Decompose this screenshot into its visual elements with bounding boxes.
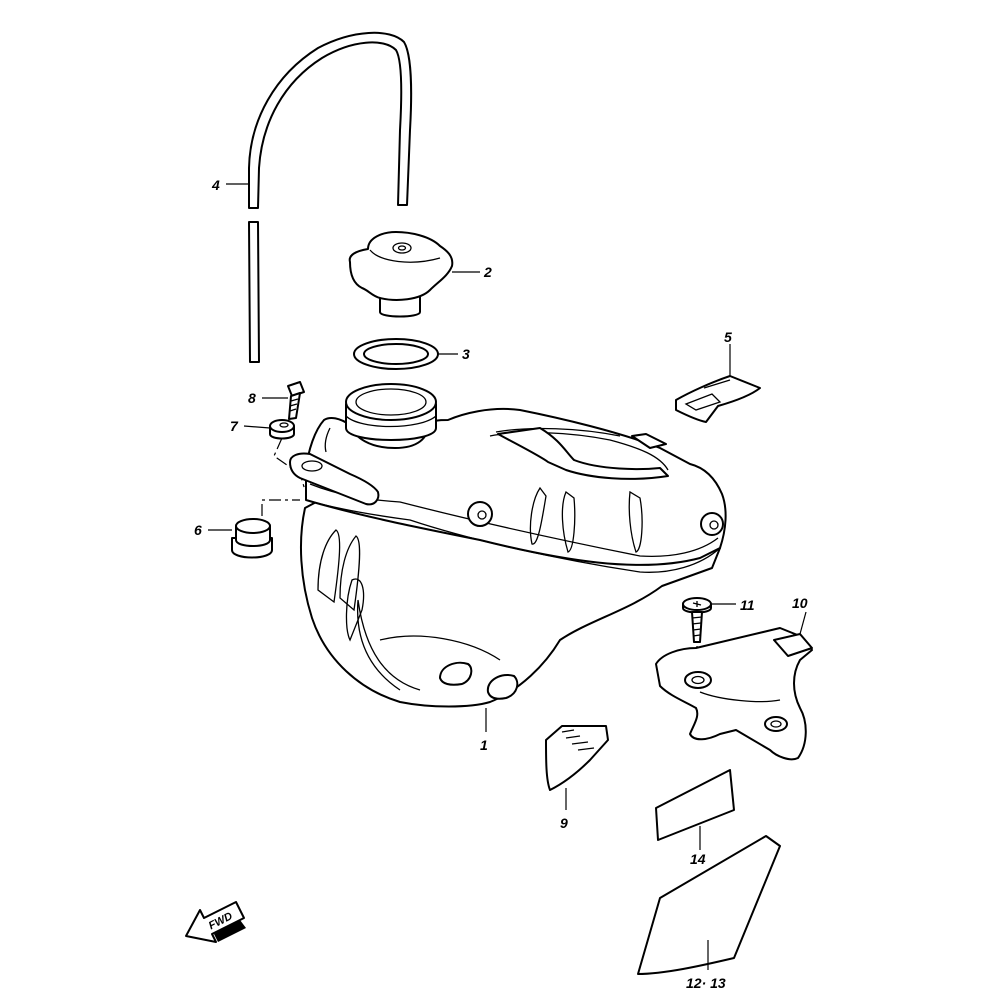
screw — [682, 597, 712, 674]
leader-lines — [208, 183, 807, 970]
part-labels: 4 2 3 5 8 7 6 11 10 1 9 14 12· 13 — [194, 177, 808, 991]
cushion-pad — [545, 725, 609, 791]
collar — [269, 419, 295, 440]
part-label-7: 7 — [230, 418, 239, 434]
tank-strap-clip — [675, 375, 761, 423]
breather-hose — [248, 31, 413, 363]
bolt — [287, 381, 305, 420]
protective-sheet — [637, 835, 781, 975]
part-label-1: 1 — [480, 737, 488, 753]
part-label-4: 4 — [211, 177, 220, 193]
fuel-tank — [289, 383, 727, 708]
part-label-14: 14 — [690, 851, 706, 867]
mounting-bracket — [655, 627, 813, 761]
fuel-cap — [348, 231, 454, 318]
label-sticker — [655, 769, 735, 841]
part-label-9: 9 — [560, 815, 568, 831]
part-label-12-13: 12· 13 — [686, 975, 726, 991]
rubber-mount — [231, 518, 273, 559]
part-label-5: 5 — [724, 329, 732, 345]
gasket — [353, 338, 439, 370]
part-label-6: 6 — [194, 522, 202, 538]
part-label-8: 8 — [248, 390, 256, 406]
fwd-arrow-icon: FWD — [185, 901, 246, 943]
part-label-11: 11 — [740, 597, 755, 613]
part-label-3: 3 — [462, 346, 470, 362]
alignment-lines — [261, 437, 306, 516]
part-label-2: 2 — [483, 264, 492, 280]
part-label-10: 10 — [792, 595, 808, 611]
